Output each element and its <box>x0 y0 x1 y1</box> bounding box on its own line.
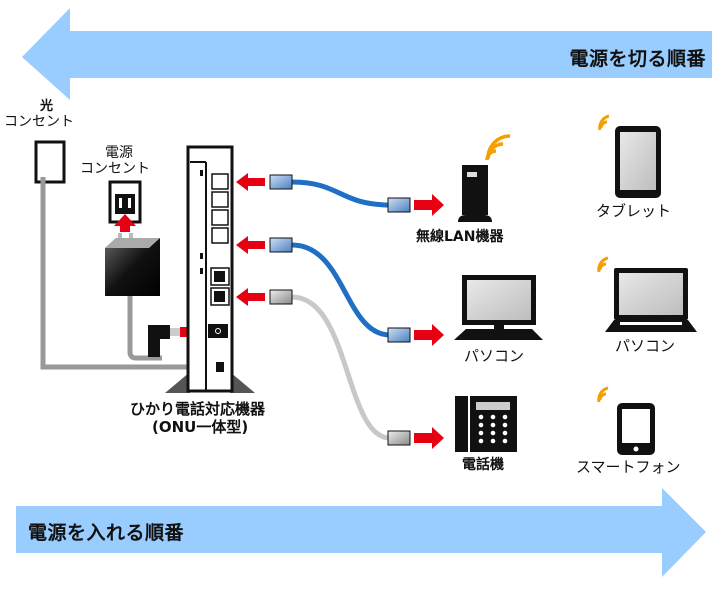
power-on-arrow <box>16 488 706 577</box>
lan-cable-pc <box>291 242 391 338</box>
tablet-label: タブレット <box>596 202 672 220</box>
wireless-lan-label: 無線LAN機器 <box>416 229 504 245</box>
rj11-plug-icon <box>387 430 411 446</box>
telephone-label: 電話機 <box>462 457 504 473</box>
tel-cable <box>291 294 391 441</box>
rj45-plug-icon <box>269 237 293 253</box>
rj11-plug-icon <box>269 289 293 305</box>
rj45-plug-icon <box>269 174 293 190</box>
power-cord <box>127 296 162 361</box>
arrow-lan2-to-onu <box>236 236 265 254</box>
laptop-label: パソコン <box>615 337 676 355</box>
onu-device-icon <box>165 145 255 393</box>
wireless-router-icon <box>458 134 511 222</box>
optical-outlet-icon <box>34 140 66 184</box>
rj45-plug-icon <box>387 327 411 343</box>
optical-outlet-label-line1: 光 <box>40 99 54 114</box>
telephone-icon <box>455 396 517 452</box>
onu-label-line2: (ONU一体型) <box>152 418 249 436</box>
laptop-icon <box>597 256 697 332</box>
smartphone-label: スマートフォン <box>576 458 681 476</box>
dc-plug-icon <box>148 325 180 357</box>
arrow-adapter-to-outlet <box>114 214 136 232</box>
power-outlet-label-line2: コンセント <box>80 161 150 177</box>
rj45-plug-icon <box>387 197 411 213</box>
tablet-icon <box>598 114 661 198</box>
arrow-to-telephone <box>414 427 444 449</box>
arrow-lan1-to-onu <box>236 173 265 191</box>
onu-label-line1: ひかり電話対応機器 <box>130 400 266 418</box>
ac-adapter-icon <box>105 233 160 296</box>
arrow-tel-to-onu <box>236 288 265 306</box>
arrow-to-pc <box>414 324 444 346</box>
arrow-to-wireless-lan <box>414 194 444 216</box>
lan-cable-wireless <box>291 179 391 208</box>
power-off-arrow <box>22 8 712 100</box>
optical-cable <box>40 177 225 370</box>
desktop-pc-icon <box>454 275 543 340</box>
optical-outlet-label-line2: コンセント <box>4 114 74 130</box>
pc-wired-label: パソコン <box>464 347 525 365</box>
power-off-order-label: 電源を切る順番 <box>569 48 706 70</box>
power-outlet-label-line1: 電源 <box>105 145 133 161</box>
smartphone-icon <box>597 386 655 455</box>
power-on-order-label: 電源を入れる順番 <box>28 522 185 544</box>
